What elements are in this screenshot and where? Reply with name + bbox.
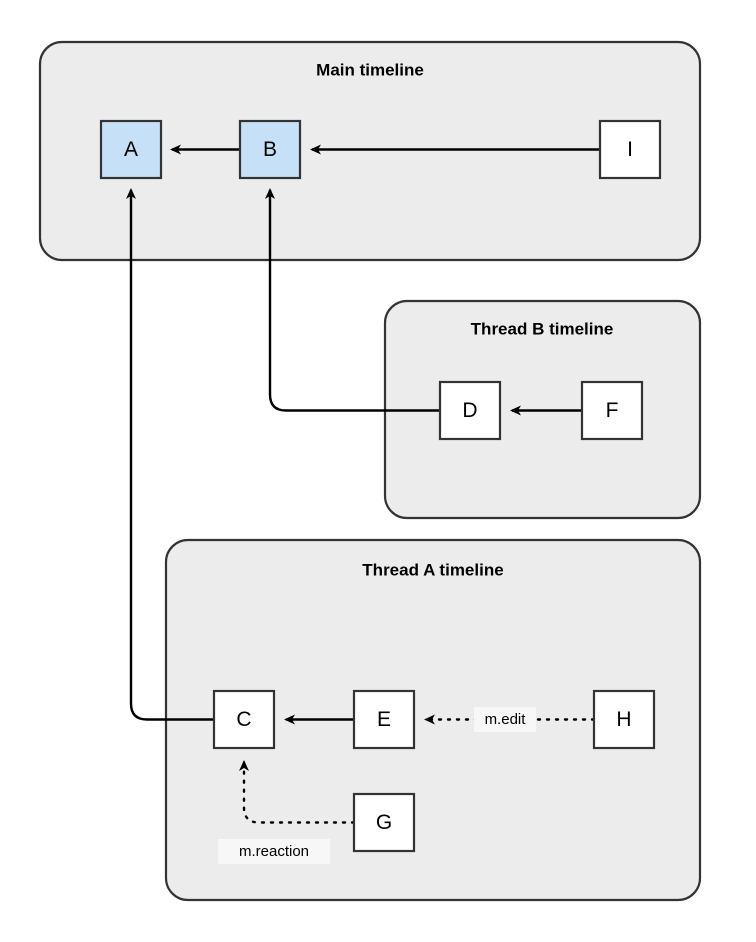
- edge-h-to-e-label: m.edit: [485, 711, 527, 728]
- node-b[interactable]: B: [238, 119, 302, 180]
- node-a-box: [99, 119, 163, 180]
- node-d[interactable]: D: [438, 380, 502, 441]
- group-main-timeline-title: Main timeline: [316, 60, 424, 79]
- node-i[interactable]: I: [598, 119, 662, 180]
- node-b-box: [238, 119, 302, 180]
- node-b-label: B: [263, 138, 277, 161]
- node-i-box: [598, 119, 662, 180]
- edge-c-to-a[interactable]: [126, 188, 214, 721]
- edge-h-to-e-label-bg: [474, 707, 536, 732]
- node-f[interactable]: F: [580, 380, 644, 441]
- node-g-label: G: [376, 811, 392, 834]
- edge-d-to-b-path: [265, 188, 440, 412]
- node-c[interactable]: C: [212, 689, 276, 750]
- group-main-timeline-box: [38, 40, 702, 262]
- node-a-label: A: [124, 138, 138, 161]
- edge-h-to-e[interactable]: m.edit: [424, 707, 596, 732]
- node-d-label: D: [462, 399, 477, 422]
- edge-d-to-b[interactable]: [265, 188, 440, 412]
- edge-g-to-c-label: m.reaction: [239, 843, 309, 860]
- node-h-label: H: [616, 708, 631, 731]
- node-e-label: E: [377, 708, 391, 731]
- node-f-label: F: [606, 399, 619, 422]
- node-g-box: [352, 792, 416, 853]
- node-g[interactable]: G: [352, 792, 416, 853]
- node-h[interactable]: H: [592, 689, 656, 750]
- node-e[interactable]: E: [352, 689, 416, 750]
- node-c-label: C: [236, 708, 251, 731]
- edge-g-to-c-label-bg: [218, 839, 330, 864]
- group-main-timeline[interactable]: Main timeline: [38, 40, 702, 262]
- node-d-box: [438, 380, 502, 441]
- node-i-label: I: [627, 138, 633, 161]
- group-thread-b-timeline-title: Thread B timeline: [471, 319, 614, 338]
- edge-c-to-a-path: [126, 188, 214, 721]
- node-e-box: [352, 689, 416, 750]
- node-c-box: [212, 689, 276, 750]
- edge-g-to-c-path: [239, 760, 356, 824]
- edge-g-to-c[interactable]: m.reaction: [218, 760, 356, 864]
- node-h-box: [592, 689, 656, 750]
- node-a[interactable]: A: [99, 119, 163, 180]
- group-thread-a-timeline-title: Thread A timeline: [362, 560, 503, 579]
- node-f-box: [580, 380, 644, 441]
